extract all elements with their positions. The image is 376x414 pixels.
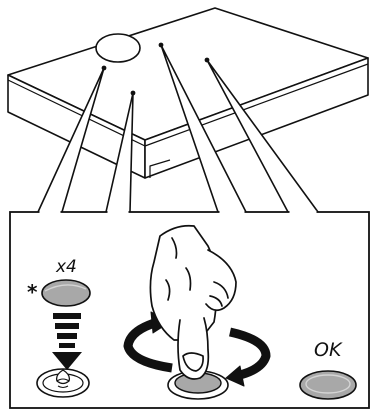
device-housing — [7, 7, 369, 179]
press-pad-icon — [41, 279, 91, 307]
hand-icon — [149, 224, 237, 380]
rotating-pad-icon — [167, 370, 229, 400]
step-rotate — [123, 224, 271, 400]
step-press-repeat: x4 * — [27, 257, 91, 398]
ok-label: OK — [314, 339, 343, 361]
sensor-window — [95, 33, 141, 63]
down-arrow-icon — [52, 313, 82, 370]
asterisk-label: * — [27, 280, 38, 304]
count-label: x4 — [55, 257, 77, 277]
step-ok: OK — [299, 339, 357, 400]
sensor-base-icon — [36, 368, 90, 398]
ok-pad-icon — [299, 370, 357, 400]
